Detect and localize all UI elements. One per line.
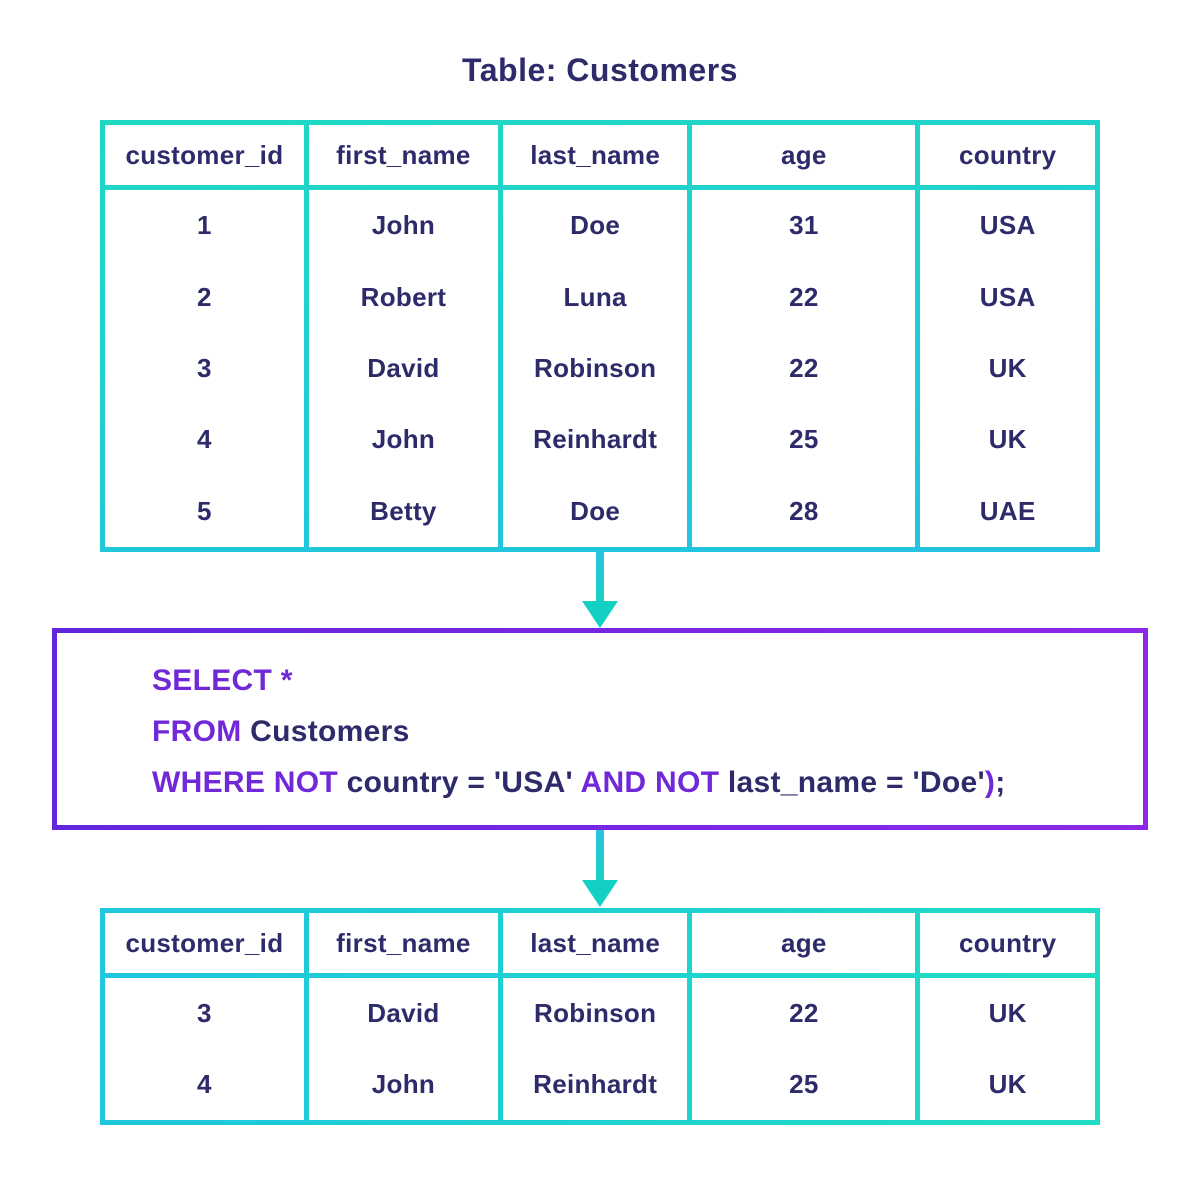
- table-cell: 31: [789, 210, 819, 241]
- table-cell: 2: [197, 281, 212, 312]
- column-header-last_name: last_name: [503, 125, 688, 185]
- arrow-stem: [596, 552, 604, 601]
- sql-query-line: SELECT *: [152, 655, 1123, 706]
- column-header-first_name: first_name: [308, 913, 498, 973]
- table-cell: Robinson: [534, 998, 657, 1028]
- sql-query-line: FROM Customers: [152, 706, 1123, 757]
- column-header-customer_id: customer_id: [105, 913, 304, 973]
- table-cell: 25: [789, 424, 819, 455]
- table-cell: 22: [789, 353, 819, 384]
- table-cell: USA: [979, 210, 1036, 241]
- table-column-age: 31 22 22 25 28: [692, 190, 916, 547]
- table-cell: UK: [988, 1069, 1027, 1099]
- table-column-country: USA USA UK UK UAE: [920, 190, 1095, 547]
- table-cell: David: [367, 353, 440, 384]
- table-cell: John: [371, 1069, 436, 1099]
- sql-text: Customers: [241, 715, 410, 748]
- table-cell: UK: [988, 424, 1027, 455]
- table-cell: John: [371, 424, 436, 455]
- table-cell: David: [367, 998, 440, 1028]
- table-cell: John: [371, 210, 436, 241]
- arrow-head: [582, 601, 618, 628]
- sql-keyword: FROM: [152, 715, 242, 748]
- table-cell: Robinson: [534, 353, 657, 384]
- table-cell: 5: [197, 495, 212, 526]
- sql-keyword: WHERE NOT: [152, 766, 339, 799]
- sql-keyword: AND NOT: [580, 766, 720, 799]
- sql-text: country = 'USA': [338, 766, 581, 799]
- column-header-last_name: last_name: [503, 913, 688, 973]
- column-header-age: age: [692, 125, 916, 185]
- sql-keyword: SELECT *: [152, 664, 293, 697]
- flow-arrow-down-icon: [582, 830, 618, 907]
- table-column-country: UK UK: [920, 978, 1095, 1120]
- table-cell: 22: [789, 281, 819, 312]
- table-cell: 4: [197, 424, 212, 455]
- table-cell: 3: [197, 998, 212, 1028]
- table-cell: 22: [789, 998, 819, 1028]
- column-header-age: age: [692, 913, 916, 973]
- table-cell: UK: [988, 998, 1027, 1028]
- sql-text: ;: [995, 766, 1006, 799]
- arrow-stem: [596, 830, 604, 880]
- table-cell: 4: [197, 1069, 212, 1099]
- table-column-age: 22 25: [692, 978, 916, 1120]
- sql-query-line: WHERE NOT country = 'USA' AND NOT last_n…: [152, 757, 1123, 808]
- table-cell: UK: [988, 353, 1027, 384]
- table-cell: Doe: [570, 210, 621, 241]
- table-cell: 3: [197, 353, 212, 384]
- table-cell: USA: [979, 281, 1036, 312]
- sql-keyword: ): [984, 766, 996, 799]
- table-cell: 1: [197, 210, 212, 241]
- table-cell: Doe: [570, 495, 621, 526]
- sql-text: last_name = 'Doe': [719, 766, 985, 799]
- table-column-customer_id: 1 2 3 4 5: [105, 190, 304, 547]
- column-header-customer_id: customer_id: [105, 125, 304, 185]
- flow-arrow-down-icon: [582, 552, 618, 628]
- table-cell: 28: [789, 495, 819, 526]
- table-cell: Betty: [370, 495, 437, 526]
- column-header-first_name: first_name: [308, 125, 498, 185]
- table-cell: 25: [789, 1069, 819, 1099]
- arrow-head: [582, 880, 618, 907]
- diagram-title: Table: Customers: [462, 52, 738, 88]
- table-cell: Reinhardt: [533, 424, 658, 455]
- column-header-country: country: [920, 125, 1095, 185]
- table-cell: Robert: [360, 281, 447, 312]
- table-cell: Reinhardt: [533, 1069, 658, 1099]
- column-header-country: country: [920, 913, 1095, 973]
- table-cell: Luna: [563, 281, 627, 312]
- table-cell: UAE: [979, 495, 1036, 526]
